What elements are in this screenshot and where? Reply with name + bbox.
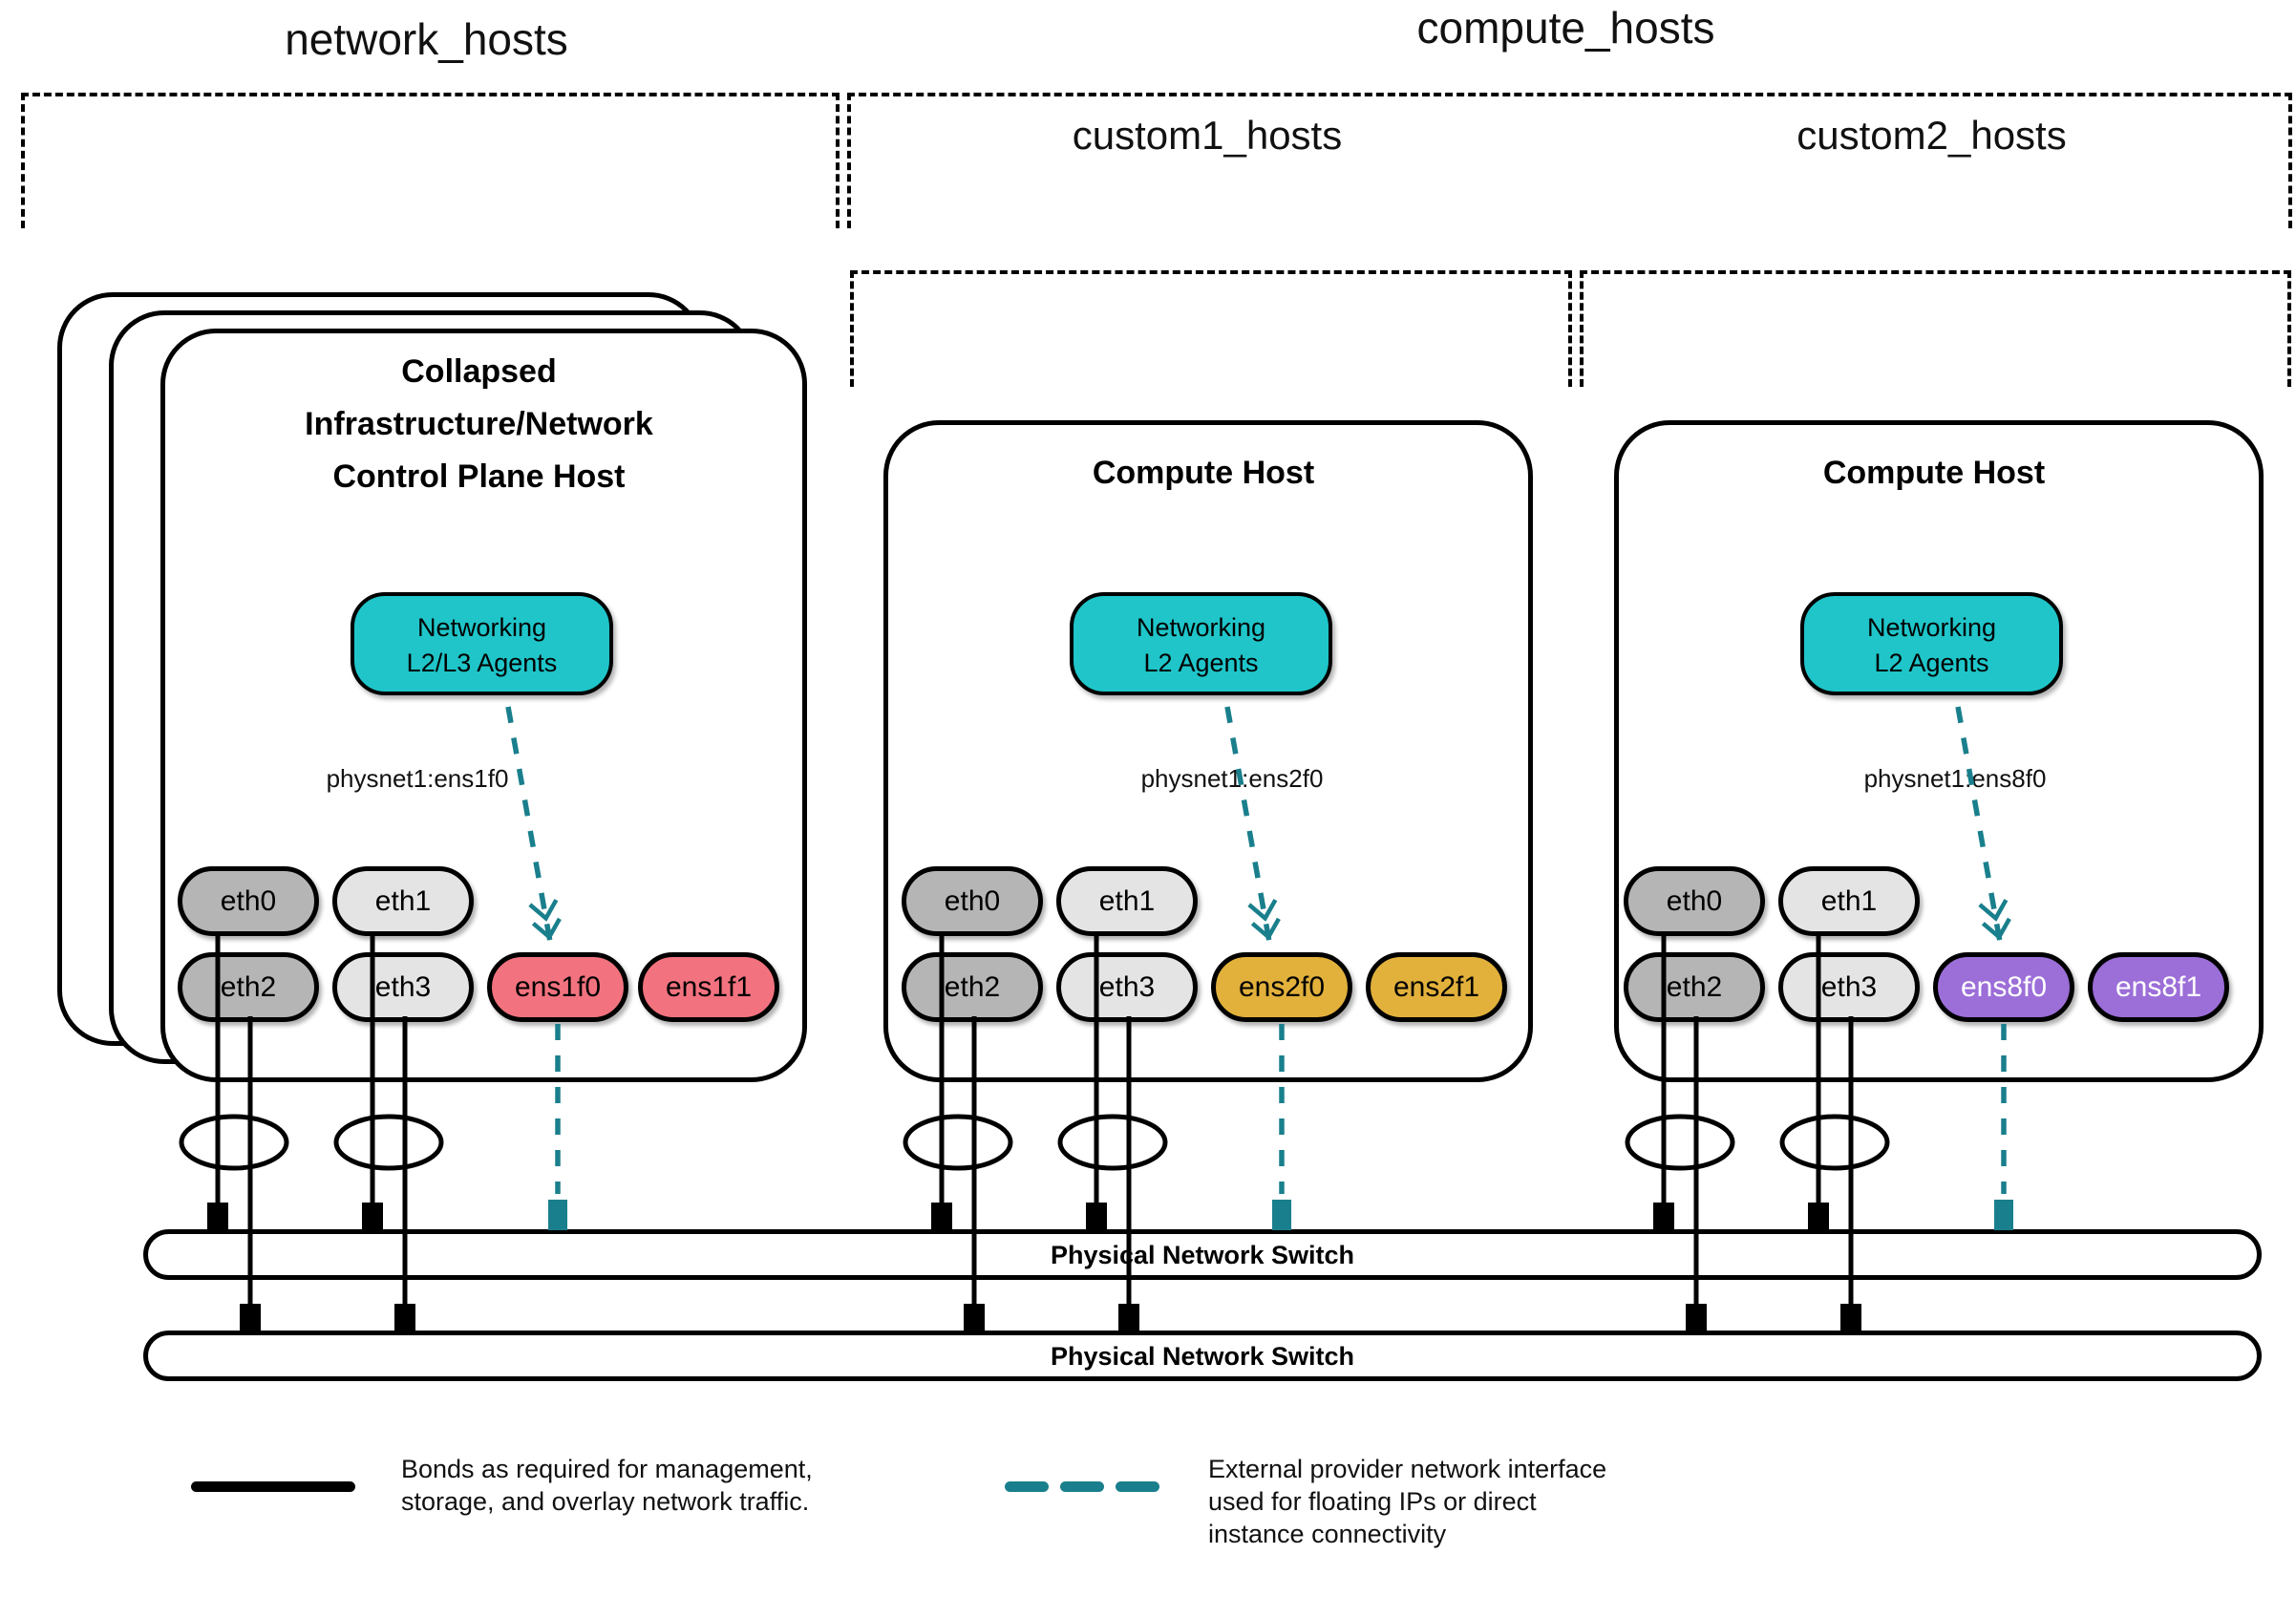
switch-terminal-square: [1118, 1304, 1139, 1331]
switch-terminal-square: [931, 1203, 952, 1230]
nic-pill-eth0: eth0: [178, 866, 319, 936]
nic-pill-eth3: eth3: [332, 952, 474, 1022]
bond-ellipse: [1779, 1114, 1890, 1171]
nic-pill-eth0: eth0: [1624, 866, 1765, 936]
nic-pill-ens1f1: ens1f1: [638, 952, 779, 1022]
physical-network-switch-2: Physical Network Switch: [143, 1331, 2262, 1381]
legend-external-dash-swatch: [1116, 1481, 1159, 1492]
networking-agents-box-host3: Networking L2 Agents: [1800, 592, 2063, 695]
nic-pill-eth3: eth3: [1778, 952, 1920, 1022]
switch-terminal-square: [207, 1203, 228, 1230]
nic-pill-ens8f0: ens8f0: [1933, 952, 2074, 1022]
nic-pill-ens2f0: ens2f0: [1211, 952, 1352, 1022]
switch-terminal-square: [1686, 1304, 1707, 1331]
nic-pill-eth2: eth2: [178, 952, 319, 1022]
networking-agents-box-host1: Networking L2/L3 Agents: [351, 592, 613, 695]
compute-host2-title: Compute Host: [1822, 455, 2046, 491]
legend-bond-line-swatch: [191, 1481, 355, 1492]
custom2-hosts-bracket: [1580, 270, 2291, 387]
switch-terminal-square: [240, 1304, 261, 1331]
switch-terminal-square: [1840, 1304, 1861, 1331]
switch-terminal-square: [362, 1203, 383, 1230]
physnet-label-host3: physnet1:ens8f0: [1863, 764, 2047, 793]
legend-external-text: External provider network interface used…: [1208, 1455, 1607, 1548]
physical-network-switch-1: Physical Network Switch: [143, 1229, 2262, 1280]
switch-terminal-square: [964, 1304, 985, 1331]
physnet-label-host1: physnet1:ens1f0: [326, 764, 509, 793]
custom1-hosts-label: custom1_hosts: [1072, 113, 1343, 158]
network-hosts-bracket: [21, 93, 840, 228]
switch-terminal-square: [1086, 1203, 1107, 1230]
nic-pill-eth0: eth0: [902, 866, 1043, 936]
nic-pill-eth3: eth3: [1056, 952, 1198, 1022]
nic-pill-ens8f1: ens8f1: [2088, 952, 2229, 1022]
networking-agents-box-host2: Networking L2 Agents: [1070, 592, 1332, 695]
bond-ellipse: [903, 1114, 1013, 1171]
legend-external-dash-swatch: [1060, 1481, 1104, 1492]
external-terminal-square: [1272, 1200, 1291, 1230]
network-hosts-label: network_hosts: [285, 14, 568, 64]
switch-terminal-square: [1808, 1203, 1829, 1230]
bond-ellipse: [333, 1114, 444, 1171]
compute-hosts-bracket: [847, 93, 2292, 228]
nic-pill-eth2: eth2: [1624, 952, 1765, 1022]
compute-host1-title: Compute Host: [1092, 455, 1315, 491]
external-terminal-square: [548, 1200, 567, 1230]
switch-terminal-square: [1653, 1203, 1674, 1230]
legend-external-dash-swatch: [1005, 1481, 1049, 1492]
bond-ellipse: [179, 1114, 289, 1171]
custom2-hosts-label: custom2_hosts: [1796, 113, 2067, 158]
bond-ellipse: [1057, 1114, 1168, 1171]
nic-pill-eth2: eth2: [902, 952, 1043, 1022]
control-plane-host-title: Collapsed Infrastructure/Network Control…: [305, 353, 653, 495]
external-terminal-square: [1994, 1200, 2013, 1230]
switch-terminal-square: [394, 1304, 415, 1331]
nic-pill-eth1: eth1: [1056, 866, 1198, 936]
physnet-label-host2: physnet1:ens2f0: [1140, 764, 1324, 793]
nic-pill-ens1f0: ens1f0: [487, 952, 628, 1022]
legend-bond-text: Bonds as required for management, storag…: [401, 1455, 813, 1516]
nic-pill-ens2f1: ens2f1: [1366, 952, 1507, 1022]
nic-pill-eth1: eth1: [332, 866, 474, 936]
custom1-hosts-bracket: [850, 270, 1572, 387]
nic-pill-eth1: eth1: [1778, 866, 1920, 936]
bond-ellipse: [1625, 1114, 1735, 1171]
compute-hosts-label: compute_hosts: [1416, 3, 1715, 53]
